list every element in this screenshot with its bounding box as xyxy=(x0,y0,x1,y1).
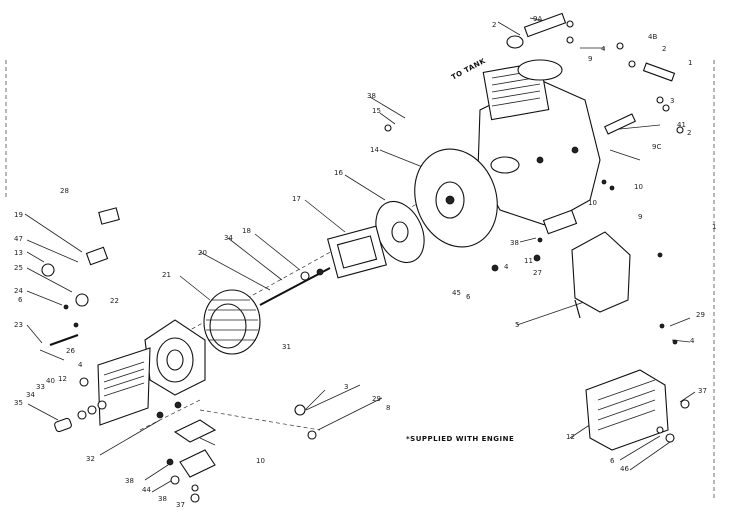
part-label: 12 xyxy=(566,433,575,441)
part-label: 24 xyxy=(14,287,23,295)
part-label: 20 xyxy=(198,249,207,257)
part-label: 26 xyxy=(66,347,75,355)
part-label: 4 xyxy=(504,263,509,271)
part-label: 38 xyxy=(125,477,134,485)
part-label: 9A xyxy=(533,15,543,23)
supplied-with-engine-note: *SUPPLIED WITH ENGINE xyxy=(406,435,515,443)
part-label: 2 xyxy=(687,129,692,137)
part-label: 45 xyxy=(452,289,461,297)
part-label: 38 xyxy=(367,92,376,100)
part-label: 29 xyxy=(372,395,381,403)
part-label: 3 xyxy=(344,383,349,391)
part-label: 6 xyxy=(18,296,23,304)
part-label: 38 xyxy=(510,239,519,247)
part-label: 32 xyxy=(86,455,95,463)
part-label: 47 xyxy=(14,235,23,243)
part-label: 10 xyxy=(256,457,265,465)
part-label: 23 xyxy=(14,321,23,329)
part-label: 1 xyxy=(688,59,693,67)
part-label: 4 xyxy=(690,337,695,345)
part-label: 28 xyxy=(60,187,69,195)
part-label: 17 xyxy=(292,195,301,203)
part-label: 25 xyxy=(14,264,23,272)
part-label: 2 xyxy=(492,21,497,29)
part-label: 41 xyxy=(677,121,686,129)
part-label: 10 xyxy=(588,199,597,207)
part-label: 21 xyxy=(162,271,171,279)
part-label: 4B xyxy=(648,33,658,41)
part-label: 10 xyxy=(634,183,643,191)
part-label: 15 xyxy=(372,107,381,115)
part-label: 6 xyxy=(466,293,471,301)
part-label: 11 xyxy=(524,257,533,265)
part-label: 3 xyxy=(670,97,675,105)
part-label: 9 xyxy=(588,55,593,63)
part-label: 35 xyxy=(14,399,23,407)
part-label: 4 xyxy=(601,45,606,53)
part-label: 37 xyxy=(698,387,707,395)
part-label: 8 xyxy=(386,404,391,412)
part-label: 14 xyxy=(370,146,379,154)
part-label: 34 xyxy=(26,391,35,399)
part-label: 46 xyxy=(620,465,629,473)
part-label: 13 xyxy=(14,249,23,257)
part-label: 18 xyxy=(242,227,251,235)
part-label: 27 xyxy=(533,269,542,277)
part-label: 12 xyxy=(58,375,67,383)
part-label: 29 xyxy=(696,311,705,319)
part-label: 38 xyxy=(158,495,167,503)
part-label: 2 xyxy=(662,45,667,53)
part-label: 37 xyxy=(176,501,185,509)
part-label: 40 xyxy=(46,377,55,385)
part-label: 1 xyxy=(712,223,717,231)
part-label: 44 xyxy=(142,486,151,494)
part-label: 33 xyxy=(36,383,45,391)
part-label: 22 xyxy=(110,297,119,305)
part-label: 31 xyxy=(282,343,291,351)
part-label: 19 xyxy=(14,211,23,219)
part-label: 16 xyxy=(334,169,343,177)
part-label: 9C xyxy=(652,143,662,151)
part-label: 6 xyxy=(610,457,615,465)
part-label: 34 xyxy=(224,234,233,242)
part-label: 4 xyxy=(78,361,83,369)
part-label: 5 xyxy=(515,321,520,329)
part-label: 9 xyxy=(638,213,643,221)
